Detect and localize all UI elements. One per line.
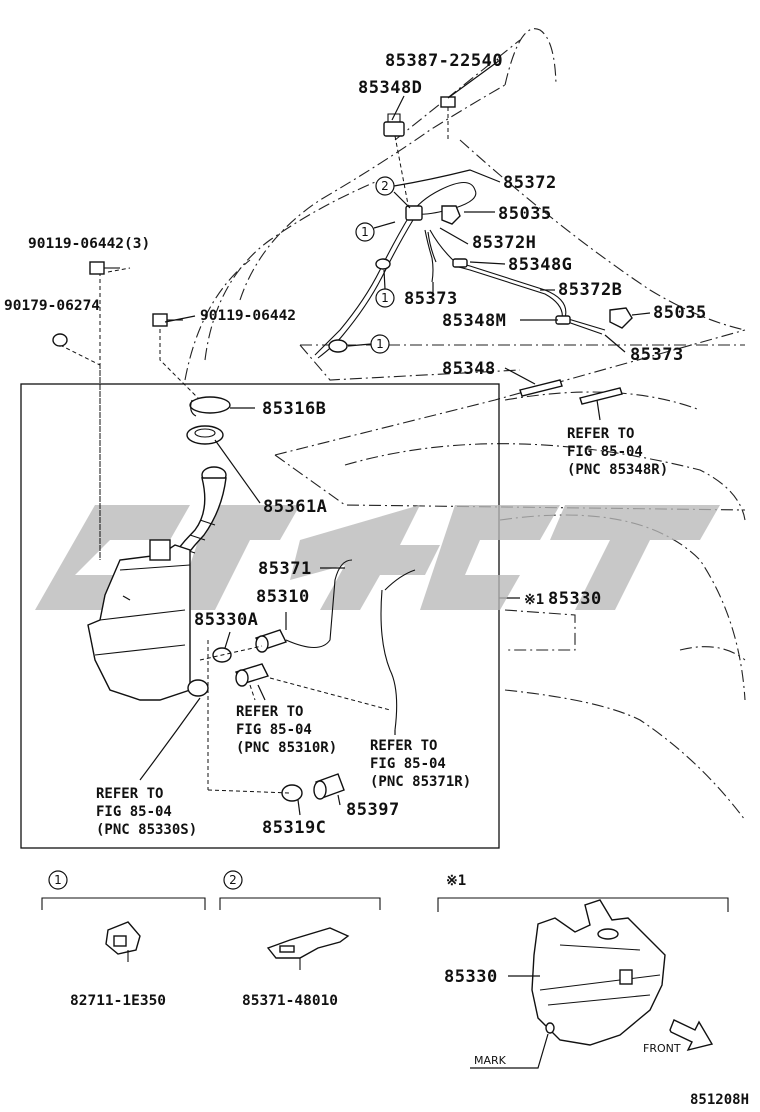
- reservoir-cap-85316B: [189, 396, 231, 417]
- part-label: 90179-06274: [4, 298, 100, 314]
- reservoir-tank: [87, 539, 191, 701]
- svg-text:1: 1: [376, 337, 384, 351]
- part-label: 85316B: [262, 399, 326, 419]
- svg-text:2: 2: [229, 873, 237, 887]
- front-arrow-icon: [669, 1019, 714, 1052]
- clamp-82711: [105, 921, 141, 962]
- leader-lines: [122, 59, 651, 816]
- part-label: 82711-1E350: [70, 993, 166, 1009]
- reservoir-tank-85330: [531, 899, 666, 1046]
- circled-marker-1-a: 1: [355, 222, 375, 242]
- svg-text:※1: ※1: [446, 873, 466, 889]
- svg-text:(PNC 85310R): (PNC 85310R): [236, 740, 337, 756]
- part-label: 85035: [653, 303, 707, 323]
- sensor-85397: [313, 773, 345, 800]
- grommet-85319C: [281, 784, 303, 802]
- reference-85310R: REFER TO FIG 85-04 (PNC 85310R): [236, 704, 337, 756]
- joint-85348M: [555, 315, 571, 325]
- circled-marker-2-a: 2: [375, 176, 395, 196]
- svg-text:REFER TO: REFER TO: [236, 704, 303, 720]
- part-label: 85348D: [358, 78, 422, 98]
- part-label: 85361A: [263, 497, 327, 517]
- svg-text:1: 1: [54, 873, 62, 887]
- svg-text:REFER TO: REFER TO: [96, 786, 163, 802]
- inset-1: 1 82711-1E350: [41, 870, 206, 1009]
- pump-lower: [235, 663, 269, 687]
- part-label: 85330: [444, 967, 498, 987]
- svg-text:1: 1: [361, 225, 369, 239]
- part-label: 85387-22540: [385, 51, 503, 71]
- part-label: 85348M: [442, 311, 506, 331]
- part-label: 85348: [442, 359, 496, 379]
- part-label: 85035: [498, 204, 552, 224]
- part-label: 85397: [346, 800, 400, 820]
- clip-85348D: [383, 113, 405, 137]
- part-label: 85310: [256, 587, 310, 607]
- part-label: 85372H: [472, 233, 536, 253]
- svg-text:(PNC 85371R): (PNC 85371R): [370, 774, 471, 790]
- part-label: 85373: [630, 345, 684, 365]
- inset-note-1: ※1 85330 MARK FRONT: [437, 873, 729, 1069]
- bolt-90119-b: [152, 313, 183, 327]
- mark-label: MARK: [474, 1054, 507, 1067]
- bolt-90119-a: [89, 261, 120, 275]
- part-label: 85348G: [508, 255, 572, 275]
- part-label: 85372B: [558, 280, 622, 300]
- reference-85330S: REFER TO FIG 85-04 (PNC 85330S): [96, 786, 197, 838]
- reference-85348R: REFER TO FIG 85-04 (PNC 85348R): [567, 426, 668, 478]
- svg-text:FIG 85-04: FIG 85-04: [96, 804, 172, 820]
- nozzle-85035-lower: [609, 307, 633, 329]
- circled-marker-1-b: 1: [375, 288, 395, 308]
- svg-text:2: 2: [381, 179, 389, 193]
- joint-85348G: [452, 258, 468, 268]
- figure-id: 851208H: [690, 1092, 749, 1108]
- inset-2: 2 85371-48010: [219, 870, 381, 1009]
- part-label: 85371: [258, 559, 312, 579]
- part-label: 85373: [404, 289, 458, 309]
- joint-85372: [405, 205, 423, 221]
- part-label: 85372: [503, 173, 557, 193]
- part-label: 85319C: [262, 818, 326, 838]
- grommet-lower: [187, 679, 209, 697]
- pump-85310: [255, 629, 287, 653]
- note-marker: ※1: [524, 592, 544, 608]
- clip-90179: [52, 333, 68, 347]
- svg-text:(PNC 85348R): (PNC 85348R): [567, 462, 668, 478]
- part-label: 85330: [548, 589, 602, 609]
- part-label: 90119-06442: [200, 308, 296, 324]
- vehicle-body-outline: [184, 28, 746, 821]
- bracket-85371-48010: [266, 927, 350, 970]
- svg-text:FIG 85-04: FIG 85-04: [567, 444, 643, 460]
- nozzle-85035-upper: [441, 205, 461, 225]
- clamp-lower: [328, 258, 391, 353]
- clip-85387: [440, 96, 456, 142]
- grommet-85348: [519, 379, 623, 405]
- svg-text:1: 1: [381, 291, 389, 305]
- reference-85371R: REFER TO FIG 85-04 (PNC 85371R): [370, 738, 471, 790]
- svg-text:FIG 85-04: FIG 85-04: [236, 722, 312, 738]
- svg-text:FIG 85-04: FIG 85-04: [370, 756, 446, 772]
- svg-text:REFER TO: REFER TO: [370, 738, 437, 754]
- part-label: 90119-06442(3): [28, 236, 150, 252]
- svg-text:(PNC 85330S): (PNC 85330S): [96, 822, 197, 838]
- front-label: FRONT: [643, 1042, 681, 1055]
- part-label: 85330A: [194, 610, 258, 630]
- part-label: 85371-48010: [242, 993, 338, 1009]
- circled-marker-1-c: 1: [370, 334, 390, 354]
- reservoir-cap-85361A: [186, 425, 224, 445]
- svg-text:REFER TO: REFER TO: [567, 426, 634, 442]
- reservoir-group-frame: [20, 383, 500, 849]
